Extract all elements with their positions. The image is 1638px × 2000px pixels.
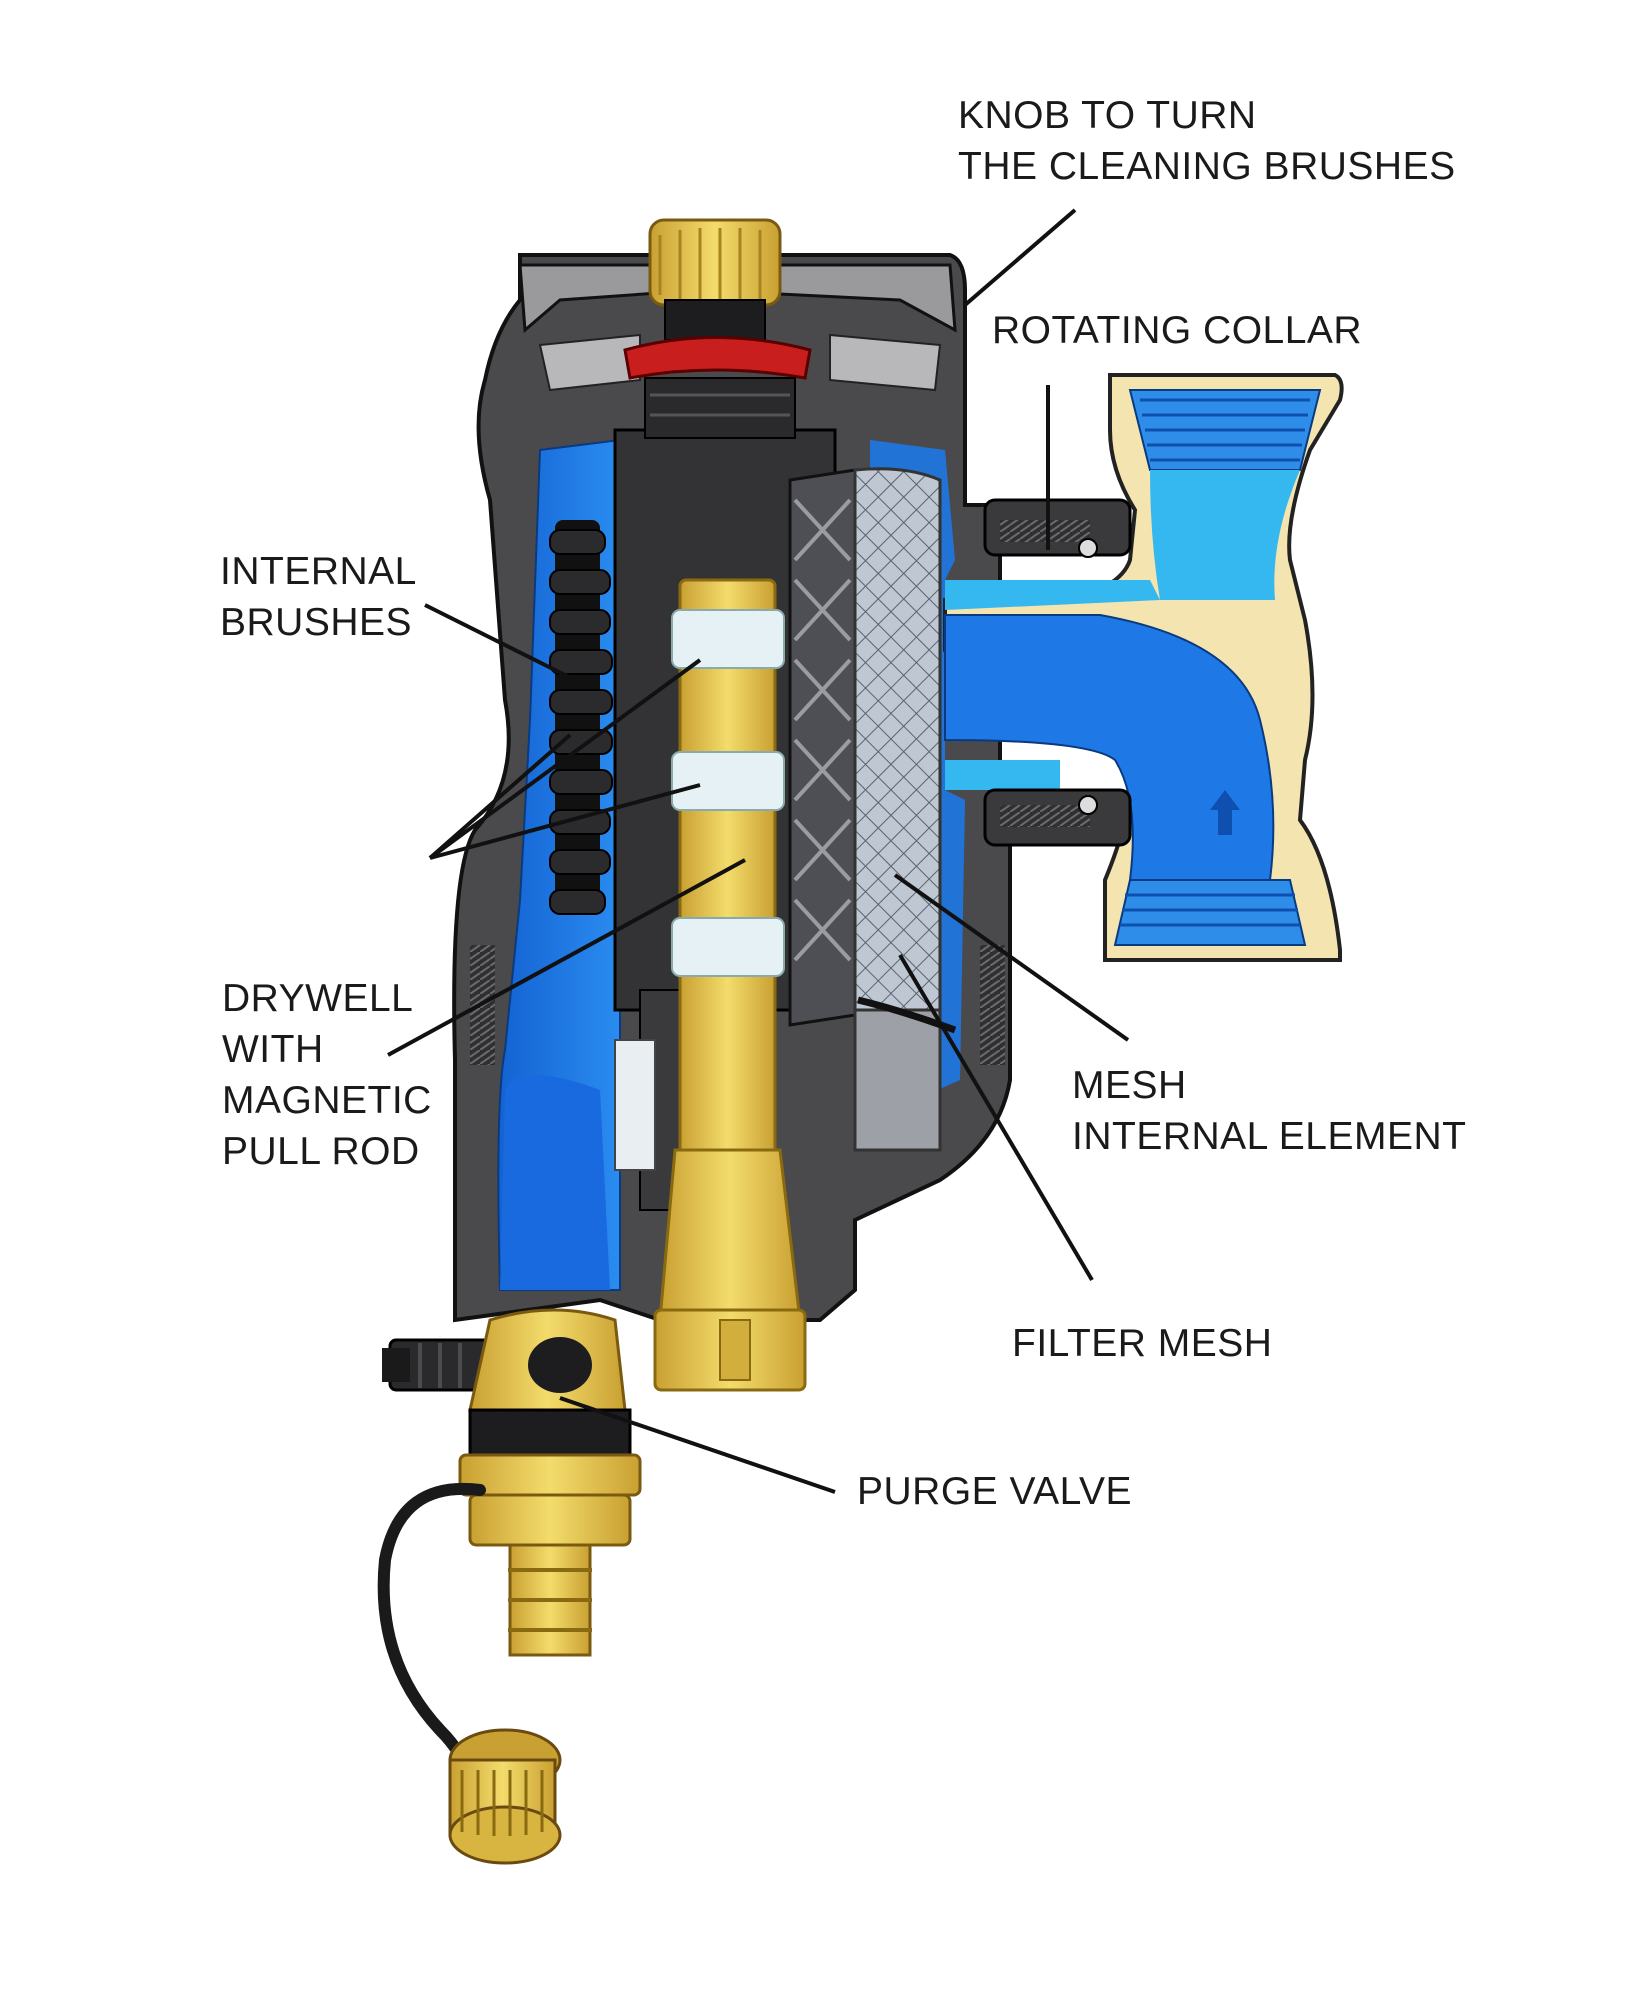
leader-lines xyxy=(387,208,1130,1494)
leader-mesh-element xyxy=(893,873,1130,1042)
housing-threads xyxy=(470,945,1005,1065)
label-knob: KNOB TO TURN THE CLEANING BRUSHES xyxy=(958,94,1456,188)
label-purge-valve: PURGE VALVE xyxy=(857,1470,1132,1513)
outlet-pipe xyxy=(943,373,1344,962)
rotating-collar xyxy=(983,498,1132,847)
leader-knob xyxy=(963,208,1077,307)
purge-valve xyxy=(377,1308,642,1865)
leader-brushes-b xyxy=(428,733,572,860)
label-rotating-collar: ROTATING COLLAR xyxy=(992,309,1363,352)
leader-brushes-a xyxy=(428,658,702,860)
internal-brushes xyxy=(549,520,613,915)
label-mesh-element: MESH INTERNAL ELEMENT xyxy=(1072,1064,1467,1158)
leader-brushes-c xyxy=(429,783,701,860)
label-drywell: DRYWELL WITH MAGNETIC PULL ROD xyxy=(222,977,432,1173)
top-knob xyxy=(623,218,812,439)
filter-mesh xyxy=(788,467,957,1152)
leader-purge-valve xyxy=(559,1396,836,1494)
leader-drywell xyxy=(387,858,746,1057)
leader-brushes xyxy=(424,603,576,682)
label-filter-mesh: FILTER MESH xyxy=(1012,1322,1273,1365)
label-internal-brushes: INTERNAL BRUSHES xyxy=(220,550,417,644)
leader-filter-mesh xyxy=(898,953,1094,1282)
